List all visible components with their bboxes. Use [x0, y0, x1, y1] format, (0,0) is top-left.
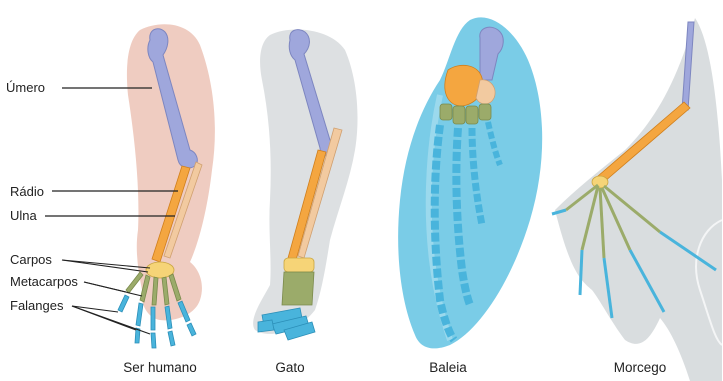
label-metacarpos: Metacarpos — [10, 274, 142, 296]
label-umero-text: Úmero — [6, 80, 45, 95]
label-metacarpos-text: Metacarpos — [10, 274, 78, 289]
cat-leg — [253, 30, 357, 340]
label-carpos-text: Carpos — [10, 252, 52, 267]
cat-metacarpals — [282, 272, 314, 305]
label-radio-text: Rádio — [10, 184, 44, 199]
label-ulna-text: Ulna — [10, 208, 38, 223]
label-carpos: Carpos — [10, 252, 150, 272]
label-falanges: Falanges — [10, 298, 150, 334]
caption-human: Ser humano — [123, 360, 197, 375]
whale-flipper — [398, 17, 542, 348]
human-arm — [118, 24, 215, 348]
caption-whale: Baleia — [429, 360, 467, 375]
cat-carpals — [284, 258, 314, 272]
bat-wing — [552, 18, 722, 381]
caption-bat: Morcego — [614, 360, 667, 375]
label-falanges-text: Falanges — [10, 298, 64, 313]
caption-cat: Gato — [275, 360, 304, 375]
